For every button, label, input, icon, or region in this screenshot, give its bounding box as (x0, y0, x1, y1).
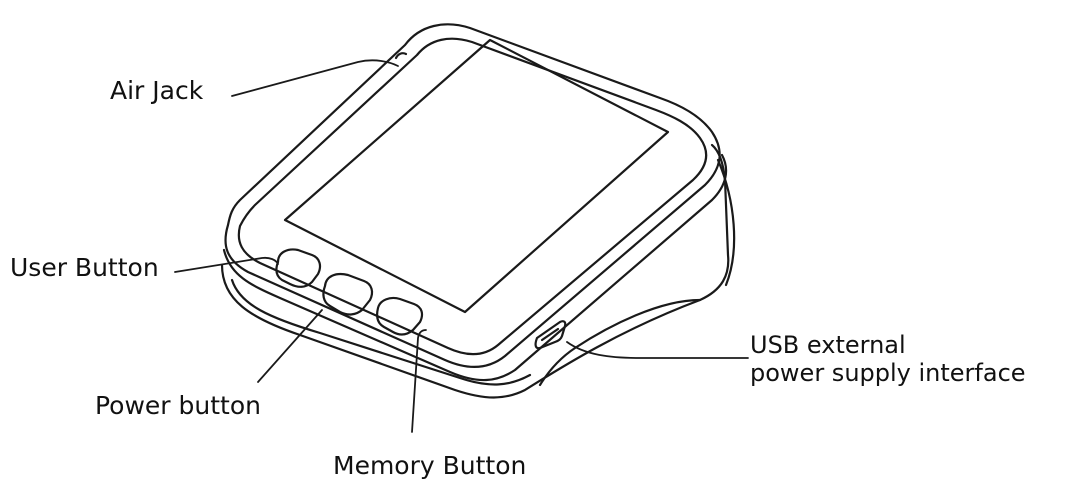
power-button-leader (257, 309, 323, 383)
label-memory-button: Memory Button (333, 451, 527, 480)
device-base-outline (220, 143, 730, 399)
label-power-button: Power button (95, 391, 261, 420)
usb-port (534, 320, 567, 350)
label-air-jack: Air Jack (110, 76, 204, 105)
device-top-face-inner (237, 37, 708, 356)
label-usb-line2: power supply interface (750, 359, 1026, 387)
device-back-curve (538, 298, 702, 387)
power-button-shape (322, 272, 374, 316)
device-back-side (716, 158, 736, 287)
screen (283, 38, 670, 314)
air-jack-leader (231, 59, 399, 97)
usb-port-inner (540, 327, 560, 342)
user-button-shape (275, 248, 322, 288)
label-user-button: User Button (10, 253, 159, 282)
air-jack-nub (394, 52, 408, 60)
label-usb-line1: USB external (750, 331, 906, 359)
memory-button-shape (376, 296, 424, 336)
device-rim-line (222, 153, 728, 382)
device-base-rim (230, 278, 532, 386)
device-top-face-outer (224, 23, 721, 368)
usb-leader (566, 341, 749, 359)
user-button-leader (174, 256, 279, 273)
memory-button-leader (411, 329, 427, 433)
